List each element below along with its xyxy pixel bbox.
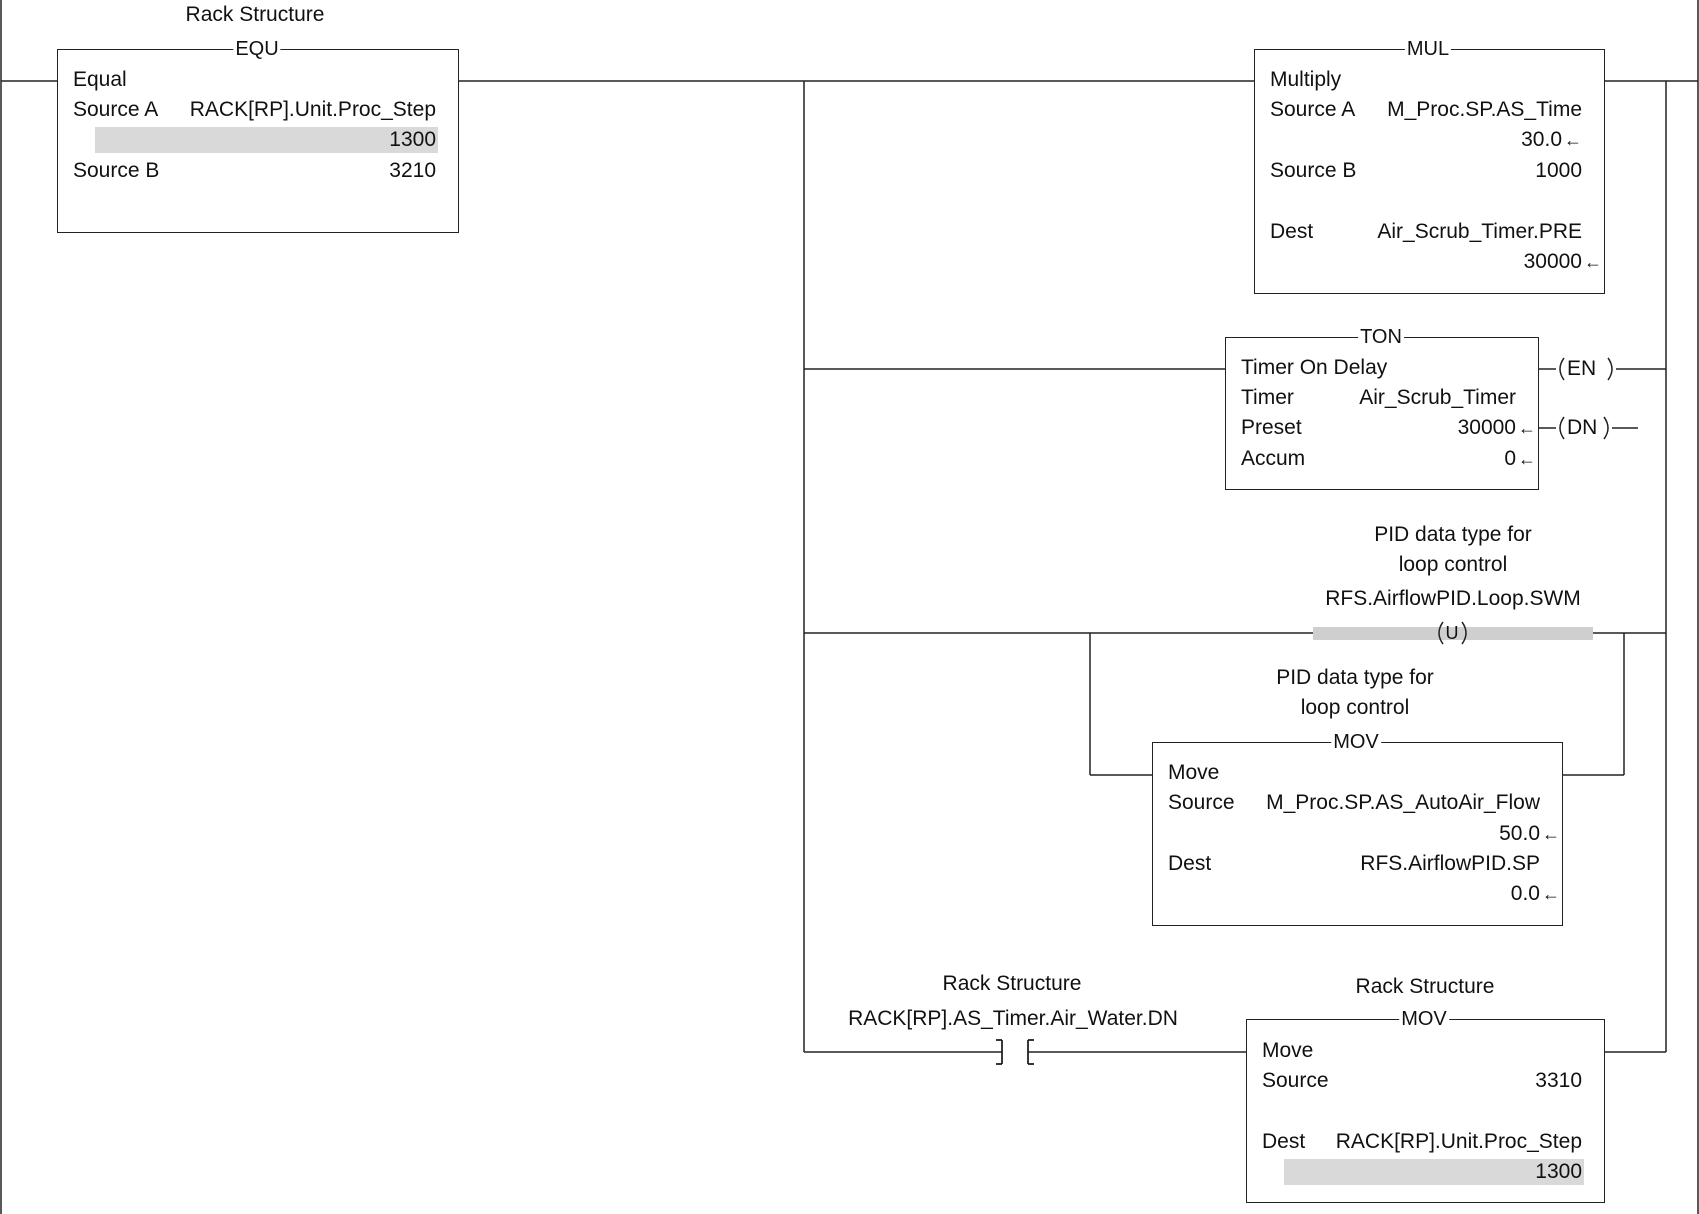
mov1-dest-value: 0.0 bbox=[1510, 882, 1540, 905]
arrow-icon: ← bbox=[1542, 884, 1560, 904]
otu-highlight bbox=[1313, 627, 1593, 640]
mul-type: MUL bbox=[1404, 38, 1452, 60]
arrow-icon: ← bbox=[1518, 418, 1536, 438]
mul-dest-value-row: 30000← bbox=[1440, 250, 1602, 274]
mov2-type: MOV bbox=[1399, 1008, 1449, 1030]
mov1-source-value-row: 50.0← bbox=[1420, 822, 1560, 846]
mov2-source-label: Source bbox=[1262, 1069, 1329, 1092]
mov2-dest-highlight bbox=[1284, 1159, 1584, 1185]
mul-source-a-tag[interactable]: M_Proc.SP.AS_Time bbox=[1387, 98, 1582, 121]
equ-source-b-value[interactable]: 3210 bbox=[389, 159, 436, 182]
ton-timer-tag[interactable]: Air_Scrub_Timer bbox=[1359, 386, 1516, 409]
equ-source-a-value: 1300 bbox=[389, 128, 436, 151]
mov2-name: Move bbox=[1262, 1039, 1314, 1062]
otu-coil bbox=[1438, 621, 1467, 645]
mul-source-a-value-row: 30.0← bbox=[1440, 128, 1582, 152]
otu-description-line2: loop control bbox=[1398, 553, 1508, 576]
equ-source-a-highlight bbox=[95, 127, 438, 153]
mul-dest-value: 30000 bbox=[1523, 250, 1582, 273]
otu-description-line1: PID data type for bbox=[1374, 523, 1532, 546]
mov1-type: MOV bbox=[1331, 731, 1381, 753]
ton-preset-label: Preset bbox=[1241, 416, 1302, 439]
xic-description: Rack Structure bbox=[942, 972, 1082, 995]
mov1-dest-value-row: 0.0← bbox=[1420, 882, 1560, 906]
arrow-icon: ← bbox=[1584, 252, 1602, 272]
mov1-dest-label: Dest bbox=[1168, 852, 1212, 875]
mul-dest-label: Dest bbox=[1270, 220, 1314, 243]
mov1-dest-tag[interactable]: RFS.AirflowPID.SP bbox=[1360, 852, 1540, 875]
arrow-icon: ← bbox=[1518, 449, 1536, 469]
mov1-description-line2: loop control bbox=[1300, 696, 1410, 719]
mul-name: Multiply bbox=[1270, 68, 1342, 91]
mul-dest-tag[interactable]: Air_Scrub_Timer.PRE bbox=[1377, 220, 1582, 243]
mul-source-b-value[interactable]: 1000 bbox=[1535, 159, 1582, 182]
mov2-dest-tag[interactable]: RACK[RP].Unit.Proc_Step bbox=[1335, 1130, 1582, 1153]
mov2-dest-label: Dest bbox=[1262, 1130, 1306, 1153]
ton-accum-label: Accum bbox=[1241, 447, 1306, 470]
equ-type: EQU bbox=[233, 38, 281, 60]
otu-symbol[interactable]: U bbox=[1445, 623, 1459, 643]
dn-coil bbox=[1559, 416, 1609, 440]
ton-preset-value: 30000 bbox=[1457, 416, 1516, 439]
en-coil-label[interactable]: EN bbox=[1567, 357, 1597, 380]
equ-source-a-tag[interactable]: RACK[RP].Unit.Proc_Step bbox=[189, 98, 436, 121]
mov1-source-tag[interactable]: M_Proc.SP.AS_AutoAir_Flow bbox=[1266, 791, 1540, 814]
mul-source-a-label: Source A bbox=[1270, 98, 1356, 121]
en-coil bbox=[1559, 357, 1613, 381]
arrow-icon: ← bbox=[1564, 130, 1582, 150]
dn-coil-label[interactable]: DN bbox=[1567, 416, 1598, 439]
mov2-dest-value: 1300 bbox=[1535, 1160, 1582, 1183]
ton-accum-value-row[interactable]: 0← bbox=[1400, 447, 1536, 471]
mul-source-b-label: Source B bbox=[1270, 159, 1357, 182]
mov2-source-value[interactable]: 3310 bbox=[1535, 1069, 1582, 1092]
ton-preset-value-row[interactable]: 30000← bbox=[1400, 416, 1536, 440]
equ-source-b-label: Source B bbox=[73, 159, 160, 182]
equ-name: Equal bbox=[73, 68, 127, 91]
ton-name: Timer On Delay bbox=[1241, 356, 1388, 379]
xic-tag[interactable]: RACK[RP].AS_Timer.Air_Water.DN bbox=[848, 1007, 1178, 1030]
ton-accum-value: 0 bbox=[1504, 447, 1516, 470]
equ-source-a-label: Source A bbox=[73, 98, 159, 121]
mov2-description: Rack Structure bbox=[1355, 975, 1495, 998]
ton-type: TON bbox=[1358, 326, 1404, 348]
arrow-icon: ← bbox=[1542, 824, 1560, 844]
otu-tag[interactable]: RFS.AirflowPID.Loop.SWM bbox=[1325, 587, 1581, 610]
mov1-name: Move bbox=[1168, 761, 1220, 784]
equ-description: Rack Structure bbox=[185, 3, 325, 26]
xic-contact bbox=[996, 1039, 1034, 1065]
mov1-description-line1: PID data type for bbox=[1276, 666, 1434, 689]
mov1-source-label: Source bbox=[1168, 791, 1235, 814]
ton-timer-label: Timer bbox=[1241, 386, 1294, 409]
mov1-source-value: 50.0 bbox=[1499, 822, 1540, 845]
mul-source-a-value: 30.0 bbox=[1521, 128, 1562, 151]
